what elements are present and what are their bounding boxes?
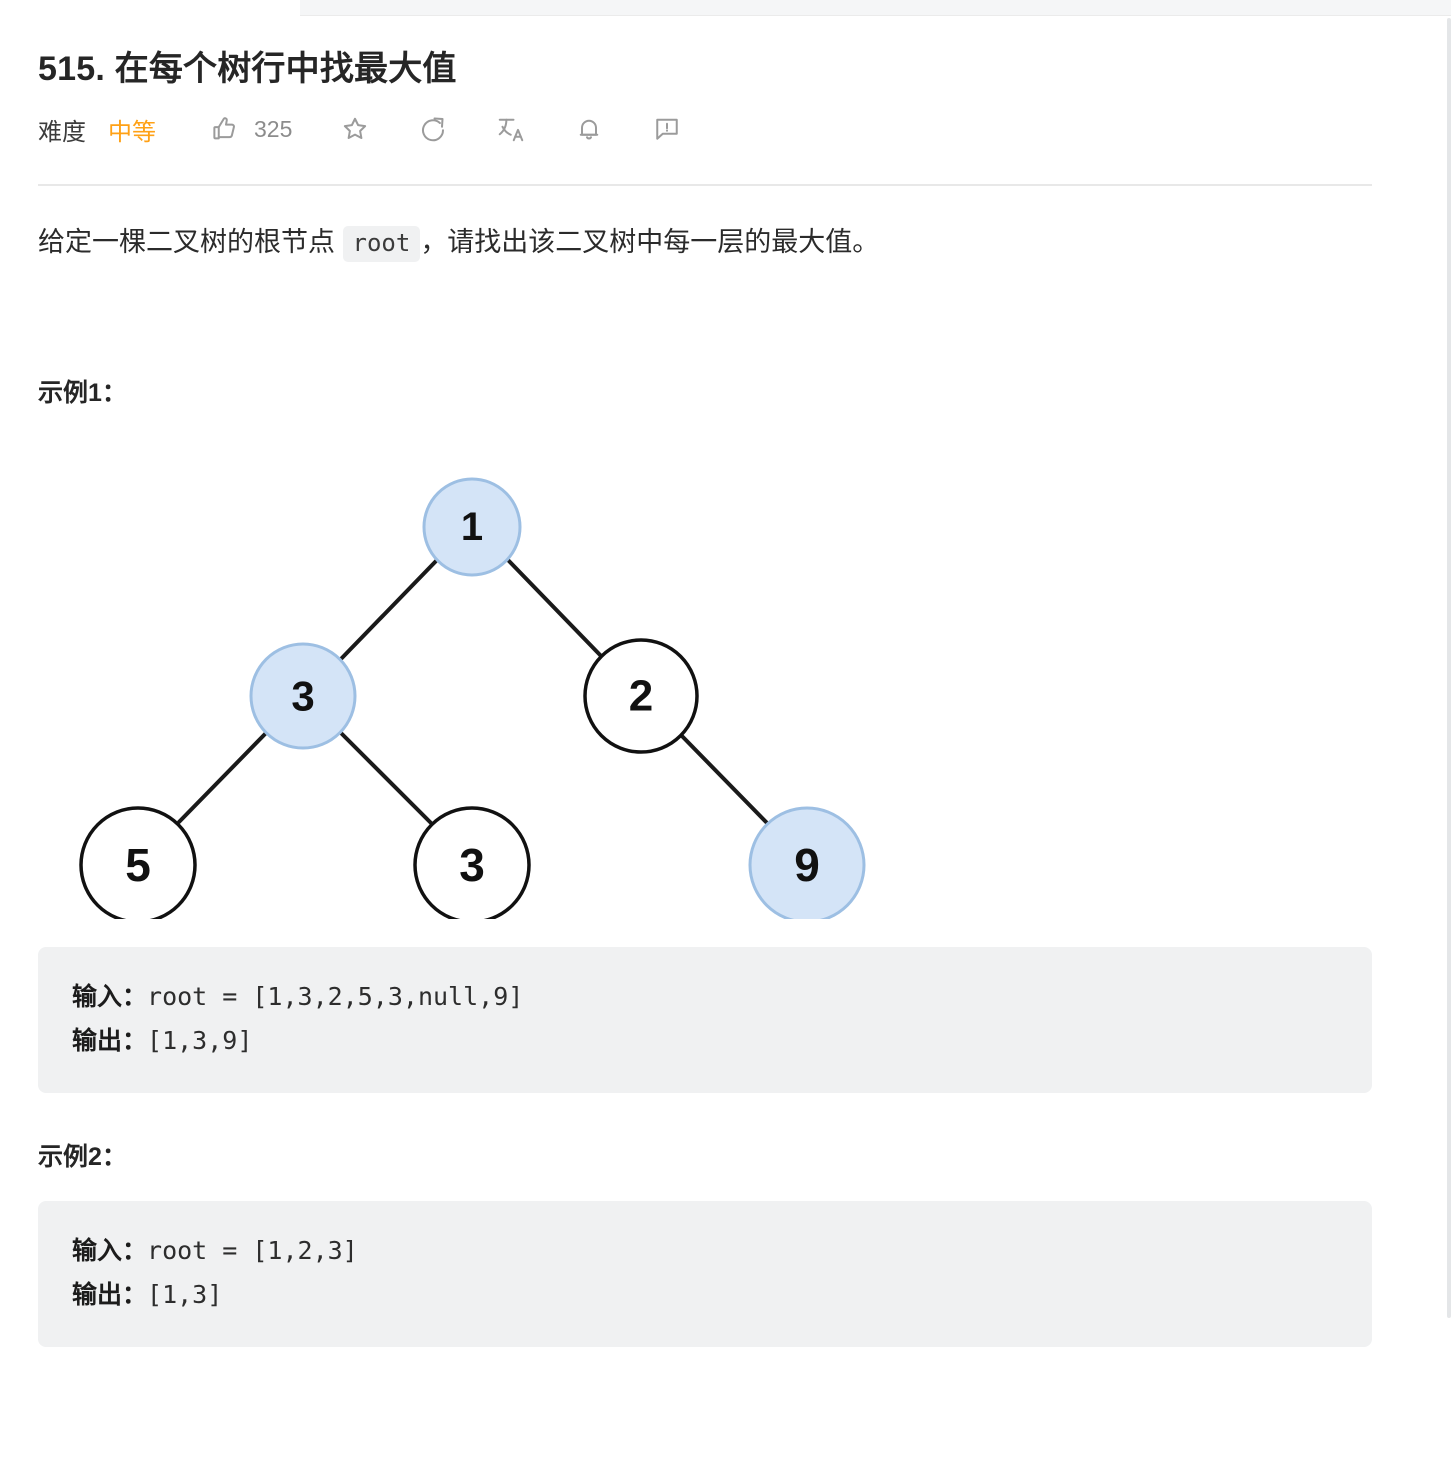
difficulty-label: 难度 <box>38 118 86 146</box>
tree-node-9: 9 <box>748 806 866 924</box>
example-2-heading: 示例2： <box>38 1143 127 1171</box>
example-1-code-block: 输入：root = [1,3,2,5,3,null,9] 输出：[1,3,9] <box>38 947 1372 1093</box>
bell-icon <box>574 114 604 144</box>
edge-3-5 <box>177 730 269 824</box>
feedback-button[interactable] <box>652 114 682 144</box>
output-value: [1,3,9] <box>147 1026 253 1055</box>
tree-node-2: 2 <box>583 638 699 754</box>
edge-1-3 <box>337 558 439 663</box>
output-value: [1,3] <box>147 1280 223 1309</box>
edge-3-3 <box>338 730 435 827</box>
edge-1-2 <box>506 558 605 660</box>
feedback-icon <box>652 114 682 144</box>
output-label: 输出： <box>72 1027 148 1055</box>
example-2-output-line: 输出：[1,3] <box>72 1273 1338 1317</box>
translate-button[interactable] <box>496 114 526 144</box>
share-icon <box>418 114 448 144</box>
tree-node-3-right: 3 <box>413 806 531 924</box>
example-1-heading: 示例1： <box>38 379 127 407</box>
tree-node-label: 5 <box>125 839 151 891</box>
page-scrollbar[interactable] <box>1447 18 1451 1318</box>
tree-node-3-left: 3 <box>249 642 357 750</box>
problem-meta-row: 难度 中等 325 <box>38 112 1372 146</box>
edge-2-9 <box>677 731 771 827</box>
example-2-code-block: 输入：root = [1,2,3] 输出：[1,3] <box>38 1201 1372 1347</box>
star-icon <box>340 114 370 144</box>
thumbs-up-icon <box>210 114 240 144</box>
share-button[interactable] <box>418 114 448 144</box>
input-value: root = [1,2,3] <box>147 1236 358 1265</box>
example-1-output-line: 输出：[1,3,9] <box>72 1019 1338 1063</box>
description-part-1: 给定一棵二叉树的根节点 <box>38 227 335 257</box>
output-label: 输出： <box>72 1281 148 1309</box>
translate-icon <box>496 114 526 144</box>
tree-node-1: 1 <box>422 477 522 577</box>
tree-node-label: 3 <box>291 673 314 720</box>
tree-node-label: 2 <box>629 672 653 721</box>
binary-tree-diagram: 1 3 2 5 3 9 <box>38 449 898 924</box>
tree-node-label: 1 <box>461 505 483 549</box>
input-label: 输入： <box>72 983 148 1011</box>
example-1-input-line: 输入：root = [1,3,2,5,3,null,9] <box>72 975 1338 1019</box>
page-title: 515. 在每个树行中找最大值 <box>38 50 457 88</box>
tree-node-5: 5 <box>79 806 197 924</box>
notification-button[interactable] <box>574 114 604 144</box>
tree-node-label: 9 <box>794 839 820 891</box>
problem-description: 给定一棵二叉树的根节点 root，请找出该二叉树中每一层的最大值。 <box>38 220 1372 265</box>
scrolled-panel-edge <box>300 0 1451 16</box>
difficulty-value: 中等 <box>108 118 156 146</box>
favorite-button[interactable] <box>340 114 370 144</box>
like-count: 325 <box>254 115 293 142</box>
thumbs-up-button[interactable]: 325 <box>210 114 292 144</box>
inline-code-root: root <box>342 226 421 262</box>
example-2-input-line: 输入：root = [1,2,3] <box>72 1229 1338 1273</box>
tree-node-label: 3 <box>459 839 485 891</box>
problem-content: 515. 在每个树行中找最大值 难度 中等 325 <box>38 50 1372 1347</box>
input-value: root = [1,3,2,5,3,null,9] <box>147 982 524 1011</box>
header-divider <box>38 184 1372 186</box>
input-label: 输入： <box>72 1237 148 1265</box>
description-part-2: ，请找出该二叉树中每一层的最大值。 <box>420 227 880 257</box>
tree-edges <box>177 558 771 827</box>
